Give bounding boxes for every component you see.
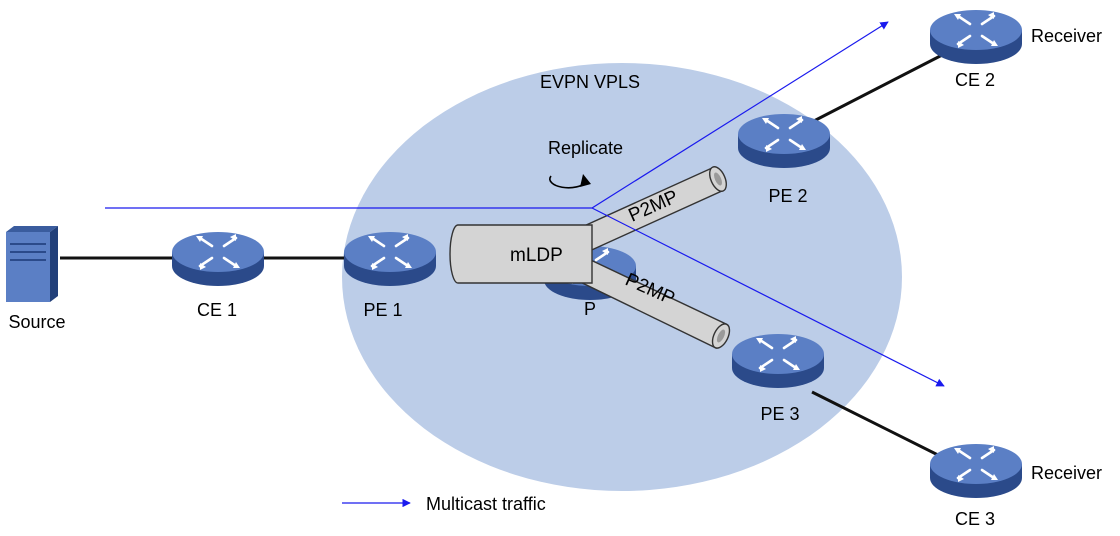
mldp-tunnel <box>449 166 731 349</box>
label-pe3: PE 3 <box>760 404 799 424</box>
region-label: EVPN VPLS <box>540 72 640 92</box>
router-ce2-icon <box>928 8 1024 66</box>
label-ce2: CE 2 <box>955 70 995 90</box>
label-pe2: PE 2 <box>768 186 807 206</box>
router-pe3-icon <box>730 332 826 390</box>
label-p: P <box>584 299 596 319</box>
tunnel-label: mLDP <box>510 245 563 266</box>
legend: Multicast traffic <box>342 494 546 514</box>
traffic-path-to-ce3 <box>591 207 945 387</box>
link-pe3-ce3 <box>811 390 953 464</box>
link-pe2-ce2 <box>807 50 949 126</box>
label-receiver-bottom: Receiver <box>1031 463 1102 483</box>
label-pe1: PE 1 <box>363 300 402 320</box>
tunnel-trunk <box>449 224 593 284</box>
router-ce3-icon <box>928 442 1024 500</box>
label-ce3: CE 3 <box>955 509 995 529</box>
legend-label: Multicast traffic <box>426 494 546 514</box>
router-pe1-icon <box>342 230 438 288</box>
multicast-traffic-paths <box>105 21 945 387</box>
router-ce1-icon <box>170 230 266 288</box>
label-receiver-top: Receiver <box>1031 26 1102 46</box>
label-source: Source <box>8 312 65 332</box>
replicate-label: Replicate <box>548 138 623 158</box>
source-server-icon <box>6 226 58 302</box>
label-ce1: CE 1 <box>197 300 237 320</box>
router-pe2-icon <box>736 112 832 170</box>
